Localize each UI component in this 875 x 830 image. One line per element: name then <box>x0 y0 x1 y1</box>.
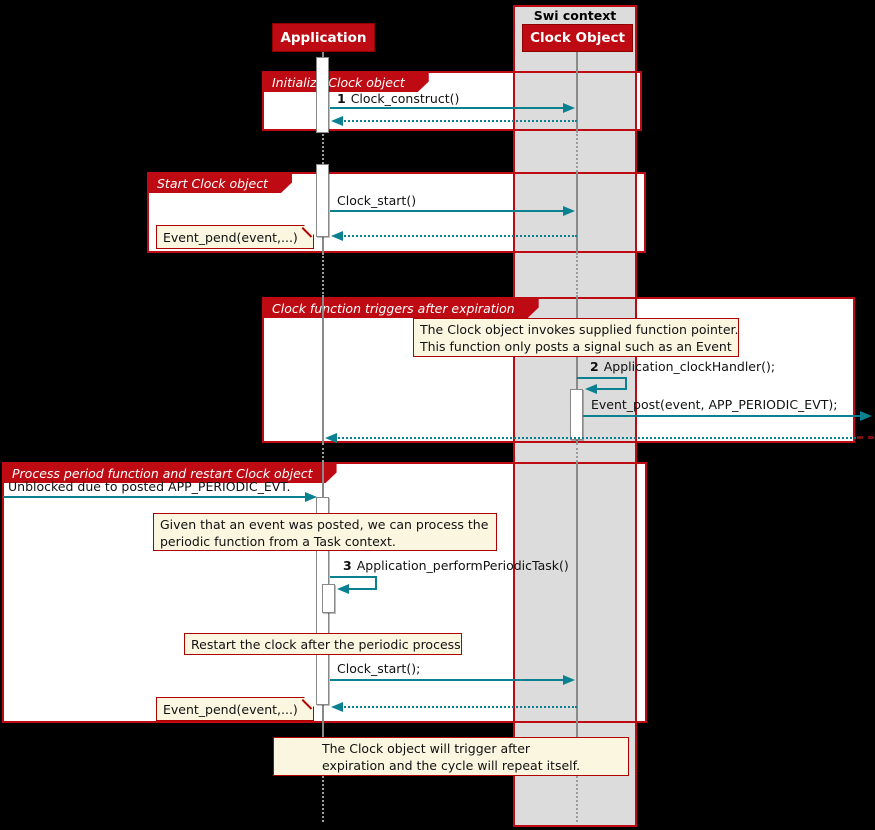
return-arrow-start <box>341 235 577 237</box>
arrowhead-right-icon <box>860 411 872 421</box>
frame-start-title: Start Clock object <box>149 174 292 193</box>
lifeline-application <box>322 705 324 737</box>
message-event-post-arrow <box>583 415 861 417</box>
activation-application-nested <box>322 584 335 613</box>
message-clock-start-label: Clock_start() <box>337 193 417 208</box>
activation-clock-object <box>570 389 583 440</box>
frame-initialize: Initialize Clock object <box>262 71 642 131</box>
self-message-loop <box>625 377 627 390</box>
arrowhead-right-icon <box>305 492 317 502</box>
participant-clock-object: Clock Object <box>522 24 633 52</box>
arrowhead-left-icon <box>331 231 343 241</box>
lifeline-application <box>322 52 324 57</box>
frame-process: Process period function and restart Cloc… <box>2 462 647 723</box>
return-arrow-start2 <box>341 706 577 708</box>
frame-initialize-title: Initialize Clock object <box>264 73 429 92</box>
message-clock-start-arrow <box>330 210 565 212</box>
note-event-pend-1: Event_pend(event,...) <box>156 225 314 249</box>
note-clock-invokes: The Clock object invokes supplied functi… <box>413 318 739 357</box>
message-clock-construct-arrow <box>330 107 565 109</box>
swi-context-title: Swi context <box>533 8 617 23</box>
frame-start: Start Clock object <box>147 172 646 253</box>
message-clock-start2-arrow <box>330 679 565 681</box>
self-message-loop <box>330 576 377 578</box>
arrowhead-right-icon <box>563 675 575 685</box>
lifeline-application <box>322 297 324 443</box>
lifeline-application <box>322 253 324 297</box>
message-clock-start2-label: Clock_start(); <box>337 661 421 676</box>
arrowhead-left-icon <box>325 433 337 443</box>
note-event-posted: Given that an event was posted, we can p… <box>153 513 497 551</box>
lifeline-application <box>322 776 324 822</box>
lifeline-application <box>322 237 324 253</box>
activation-application-init <box>316 57 329 133</box>
lifeline-application <box>322 462 324 497</box>
arrowhead-right-icon <box>563 103 575 113</box>
arrowhead-left-icon <box>331 702 343 712</box>
message-unblocked-arrow <box>3 496 307 498</box>
arrowhead-left-icon <box>331 116 343 126</box>
arrowhead-right-icon <box>563 206 575 216</box>
activation-application-start <box>316 164 329 237</box>
participant-application: Application <box>272 23 375 52</box>
lifeline-clock-object <box>576 297 578 443</box>
lifeline-application <box>322 443 324 462</box>
lifeline-clock-object <box>576 52 578 131</box>
self-message-loop <box>375 576 377 590</box>
self-message-loop <box>577 377 627 379</box>
lifeline-clock-object <box>576 443 578 462</box>
self-message-loop <box>347 588 377 590</box>
lifeline-clock-object <box>576 776 578 822</box>
arrowhead-left-icon <box>585 384 597 394</box>
frame-trigger: Clock function triggers after expiration <box>262 297 855 443</box>
lifeline-clock-object <box>576 462 578 737</box>
note-event-pend-2: Event_pend(event,...) <box>156 697 314 721</box>
return-arrow-event <box>334 437 856 439</box>
lifeline-clock-object <box>576 131 578 172</box>
lifeline-clock-object <box>576 253 578 297</box>
frame-process-title: Process period function and restart Cloc… <box>4 464 337 483</box>
message-unblocked-label: Unblocked due to posted APP_PERIODIC_EVT… <box>8 479 291 494</box>
lifeline-application <box>322 134 324 164</box>
message-event-post-label: Event_post(event, APP_PERIODIC_EVT); <box>591 397 838 412</box>
edge-marker <box>857 436 874 439</box>
frame-trigger-title: Clock function triggers after expiration <box>264 299 539 318</box>
note-cycle-repeat: The Clock object will trigger after expi… <box>273 737 629 776</box>
arrowhead-left-icon <box>337 584 349 594</box>
lifeline-clock-object <box>576 172 578 253</box>
note-restart-clock: Restart the clock after the periodic pro… <box>184 633 462 655</box>
return-arrow-construct <box>341 120 577 122</box>
message-number: 1 <box>337 91 346 106</box>
self-message-loop <box>594 388 627 390</box>
